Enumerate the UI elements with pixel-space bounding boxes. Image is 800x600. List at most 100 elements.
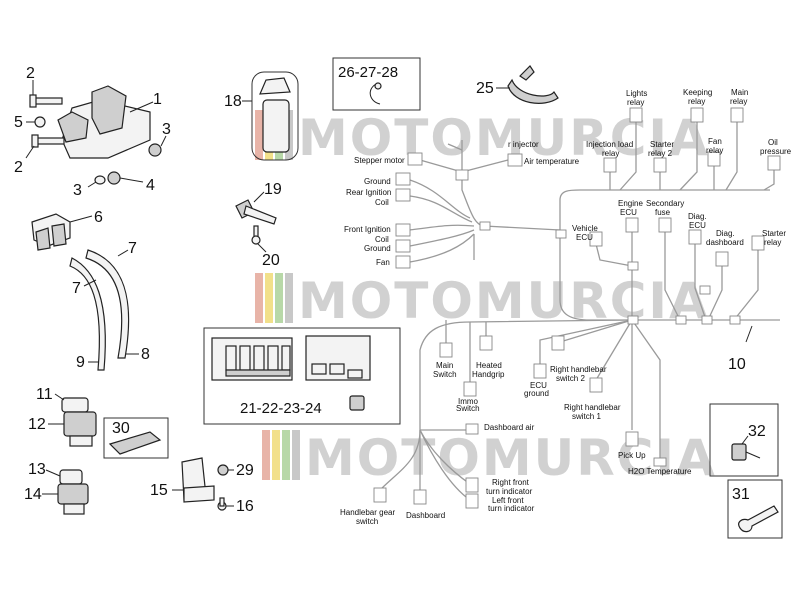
label-lights-relay-1: Lights bbox=[626, 89, 647, 98]
nut bbox=[217, 464, 229, 476]
leader-line bbox=[54, 393, 65, 401]
label-front-ignition-1: Front Ignition bbox=[344, 225, 391, 234]
part-number-2: 2 bbox=[14, 159, 23, 176]
label-right-turn-1: Right front bbox=[492, 478, 530, 487]
part-number-16: 16 bbox=[236, 498, 254, 515]
bundle-left-turn bbox=[419, 429, 471, 501]
leader-line bbox=[45, 469, 61, 477]
leader-line bbox=[117, 249, 129, 257]
relay-base bbox=[63, 503, 85, 515]
part-number-32: 32 bbox=[748, 423, 766, 440]
box-main-relay bbox=[730, 107, 744, 123]
part-number-3: 3 bbox=[162, 121, 171, 138]
label-rear-ignition-2: Coil bbox=[375, 198, 389, 207]
part-2-screw bbox=[25, 134, 65, 159]
box-lights-relay bbox=[629, 107, 643, 123]
part-32-sensor bbox=[731, 435, 761, 461]
washer bbox=[94, 175, 106, 185]
part-31-frame bbox=[727, 479, 783, 539]
part-30-pad bbox=[108, 431, 162, 455]
box-junction bbox=[455, 169, 469, 181]
box-left-turn bbox=[465, 493, 479, 509]
box-h2o bbox=[653, 457, 667, 467]
fuse-slot bbox=[329, 363, 345, 375]
box-junction bbox=[729, 315, 741, 325]
part-18-body bbox=[262, 99, 290, 153]
fuse-slot bbox=[239, 345, 251, 371]
wire-ground-2 bbox=[409, 229, 475, 247]
watermark-bottom: MOTOMURCIA bbox=[262, 429, 717, 487]
part-number-6: 6 bbox=[94, 209, 103, 226]
label-diag-dashboard-2: dashboard bbox=[706, 238, 744, 247]
part-18-frame bbox=[251, 71, 299, 161]
box-starter-relay-2 bbox=[653, 157, 667, 173]
label-oil-1: Oil bbox=[768, 138, 778, 147]
label-fan: Fan bbox=[376, 258, 390, 267]
box-right-turn bbox=[465, 477, 479, 493]
label-vehicle-ecu-2: ECU bbox=[576, 233, 593, 242]
drop-keeping bbox=[679, 118, 698, 191]
leader-line bbox=[257, 243, 267, 253]
part-5-nut bbox=[26, 116, 46, 128]
fuse-block bbox=[211, 337, 293, 381]
wire-stepper bbox=[419, 159, 463, 173]
screw-head bbox=[251, 235, 261, 245]
part-number-30: 30 bbox=[112, 420, 130, 437]
label-dashboard-air: Dashboard air bbox=[484, 423, 535, 432]
label-immo-2: Switch bbox=[456, 404, 480, 413]
box-injection-load-relay bbox=[603, 157, 617, 173]
part-number-12: 12 bbox=[28, 416, 46, 433]
part-number-9: 9 bbox=[76, 354, 85, 371]
label-diag-ecu-2: ECU bbox=[689, 221, 706, 230]
relay-top bbox=[59, 469, 83, 485]
box-air-temp bbox=[507, 153, 523, 167]
label-starter-relay-1: Starter bbox=[762, 229, 786, 238]
box-stepper bbox=[407, 152, 423, 166]
label-immo-1: Immo bbox=[458, 397, 479, 406]
wire-ground-1 bbox=[409, 179, 471, 219]
label-diag-dashboard-1: Diag. bbox=[716, 229, 735, 238]
label-injection-load-1: Injection load bbox=[586, 140, 633, 149]
label-stepper-motor: Stepper motor bbox=[354, 156, 405, 165]
label-starter-relay2-1: Starter bbox=[650, 140, 674, 149]
box-junction bbox=[555, 229, 567, 239]
watermark-stripe bbox=[275, 273, 283, 323]
label-keeping-relay-1: Keeping bbox=[683, 88, 712, 97]
box-heated-handgrip bbox=[479, 335, 493, 351]
part-number-20: 20 bbox=[262, 252, 280, 269]
drop-lights bbox=[619, 118, 637, 191]
leader-line bbox=[83, 279, 97, 287]
part-number-8: 8 bbox=[141, 346, 150, 363]
drop-ecu-ground bbox=[539, 319, 633, 365]
label-starter-relay-2: relay bbox=[764, 238, 781, 247]
watermark-text: MOTOMURCIA bbox=[305, 429, 717, 487]
sensor-body bbox=[731, 443, 747, 461]
part-30-frame bbox=[103, 417, 169, 459]
part-18-cap bbox=[259, 77, 291, 95]
leader-line bbox=[129, 101, 154, 113]
fuse-slot bbox=[253, 345, 265, 371]
label-heated-2: Handgrip bbox=[472, 370, 505, 379]
part-31-tie bbox=[738, 505, 779, 533]
part-number-7: 7 bbox=[72, 280, 81, 297]
screw-head bbox=[31, 134, 39, 148]
box-rear-coil bbox=[395, 188, 411, 202]
label-ground-2: Ground bbox=[364, 244, 391, 253]
connector-boxes bbox=[373, 107, 781, 509]
part-number-7: 7 bbox=[128, 240, 137, 257]
box-fan-relay bbox=[707, 151, 721, 167]
label-right-hb1-1: Right handlebar bbox=[564, 403, 621, 412]
part-21-24-frame bbox=[203, 327, 401, 425]
watermark-stripe bbox=[282, 430, 290, 480]
label-front-ignition-2: Coil bbox=[375, 235, 389, 244]
screw-head bbox=[29, 94, 37, 108]
part-26-28-clip-end bbox=[374, 82, 382, 90]
box-right-handlebar-1 bbox=[589, 377, 603, 393]
relay-base bbox=[69, 435, 93, 447]
nut bbox=[148, 143, 162, 157]
switch-knob-small bbox=[57, 111, 89, 143]
box-junction bbox=[701, 315, 713, 325]
wire-injector bbox=[447, 143, 463, 151]
part-number-3: 3 bbox=[73, 182, 82, 199]
